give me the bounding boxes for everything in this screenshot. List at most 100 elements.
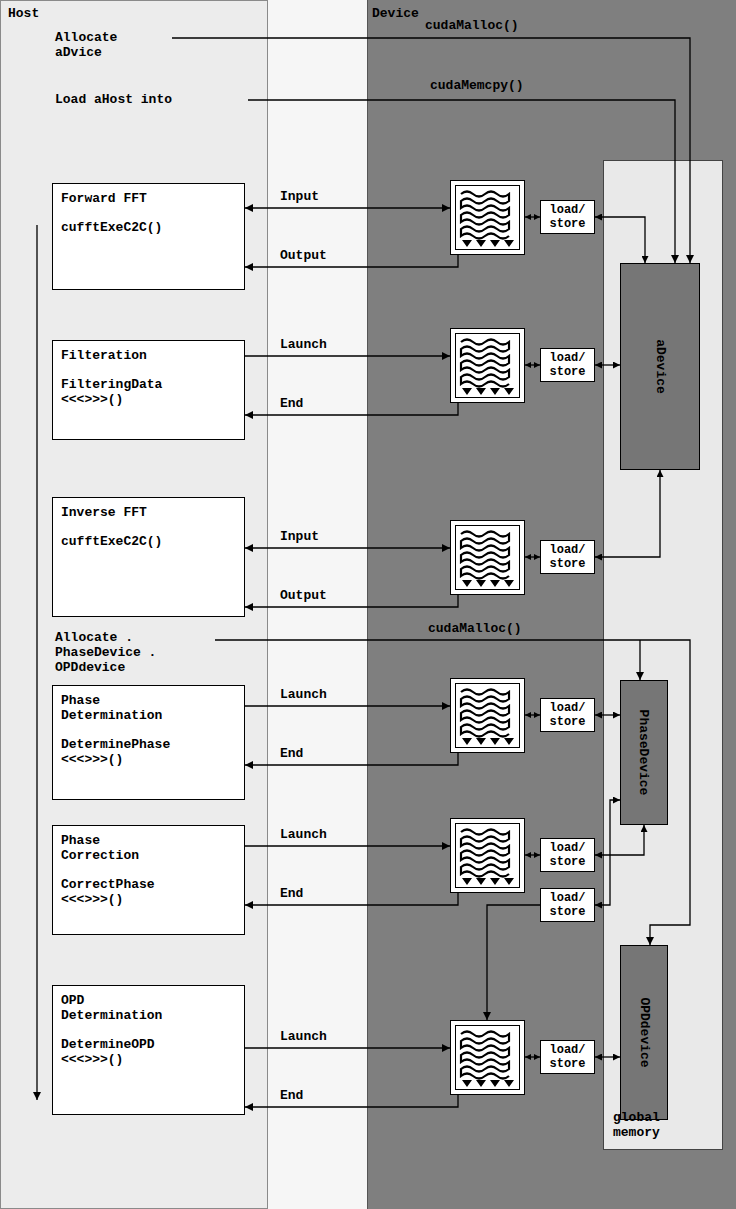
host-step-note: Allocate aDvice	[55, 30, 125, 60]
buffer-name: PhaseDevice	[637, 710, 652, 796]
process-text: FilteringData <<<>>>()	[61, 377, 178, 407]
load-store-box: load/ store	[540, 200, 595, 234]
malloc-wire	[215, 640, 690, 945]
label-anchor: Launch	[280, 337, 327, 352]
malloc-wire	[172, 38, 690, 263]
host-step-note: Allocate . PhaseDevice . OPDdevice	[55, 630, 164, 675]
label-anchor: Output	[280, 588, 327, 603]
load-store-box: load/ store	[540, 348, 595, 382]
sequence-arrow	[36, 225, 37, 1100]
api-call-label: cudaMemcpy()	[430, 78, 524, 93]
label-anchor: End	[280, 1088, 303, 1103]
process-text: Filteration	[61, 348, 178, 363]
kernel-icon	[451, 521, 525, 595]
label-anchor: End	[280, 396, 303, 411]
load-store-text: load/ store	[550, 351, 586, 379]
device-panel	[367, 0, 736, 1209]
launch-arrow	[245, 705, 450, 706]
flow-label: Launch	[280, 1029, 327, 1044]
load-store-text: load/ store	[550, 841, 586, 869]
flow-label: Launch	[280, 827, 327, 842]
memory-buffer: aDevice	[620, 263, 700, 470]
load-store-text: load/ store	[550, 701, 586, 729]
flow-label: End	[280, 746, 303, 761]
host-step-note: Load aHost into	[55, 92, 172, 107]
process-text: Phase Correction	[61, 833, 178, 863]
flow-label: Launch	[280, 337, 327, 352]
input-arrow	[245, 547, 450, 548]
label-anchor: Launch	[280, 1029, 327, 1044]
launch-arrow	[245, 845, 450, 846]
kernel-io-arrow	[487, 905, 540, 1020]
label-anchor: Input	[280, 189, 319, 204]
api-call-label: cudaMalloc()	[425, 18, 519, 33]
memory-buffer: OPDdevice	[620, 945, 668, 1120]
launch-arrow	[245, 355, 450, 356]
load-store-text: load/ store	[550, 891, 586, 919]
global-memory-region: global memory aDevicePhaseDeviceOPDdevice	[603, 160, 723, 1150]
label-anchor: Load aHost into	[55, 92, 172, 107]
load-store-box: load/ store	[540, 540, 595, 574]
region-heading: global memory	[613, 1110, 668, 1140]
global-memory-panel	[604, 161, 723, 1150]
kernel-io-arrow	[525, 854, 540, 855]
flow-label: End	[280, 886, 303, 901]
flow-label: Input	[280, 189, 319, 204]
label-anchor: Output	[280, 248, 327, 263]
process-box: Inverse FFTcufftExeC2C()	[52, 497, 245, 617]
kernel-icon	[451, 329, 525, 403]
memory-access-connector	[595, 364, 620, 365]
load-store-text: load/ store	[550, 203, 586, 231]
input-arrow	[245, 207, 450, 208]
label-anchor: Launch	[280, 827, 327, 842]
host-panel-node: HostForward FFTcufftExeC2C()FilterationF…	[0, 0, 268, 1209]
process-box: Phase CorrectionCorrectPhase <<<>>>()	[52, 825, 245, 935]
end-arrow	[245, 753, 458, 765]
process-text: Inverse FFT	[61, 505, 178, 520]
process-text: cufftExeC2C()	[61, 220, 178, 235]
process-box: Forward FFT cufftExeC2C()	[52, 183, 245, 290]
api-call-label: cudaMalloc()	[428, 621, 522, 636]
label-anchor: End	[280, 886, 303, 901]
memory-access-connector	[595, 217, 645, 263]
end-arrow	[245, 1095, 458, 1107]
kernel-icon	[451, 1021, 525, 1095]
label-anchor: End	[280, 746, 303, 761]
process-text: DeterminePhase <<<>>>()	[61, 737, 178, 767]
malloc-wire	[639, 640, 640, 680]
buffer-name: OPDdevice	[637, 997, 652, 1067]
buffer-name: aDevice	[652, 339, 667, 394]
process-text: Forward FFT	[61, 191, 178, 206]
process-text: CorrectPhase <<<>>>()	[61, 877, 178, 907]
load-store-box: load/ store	[540, 698, 595, 732]
label-anchor: cudaMemcpy()	[430, 78, 524, 93]
process-box: Phase DeterminationDeterminePhase <<<>>>…	[52, 685, 245, 800]
panel-heading: Host	[8, 6, 276, 21]
flow-label: Launch	[280, 687, 327, 702]
memory-access-connector	[595, 800, 620, 905]
output-arrow	[245, 255, 458, 267]
kernel-icon	[451, 819, 525, 893]
kernel-icon	[451, 679, 525, 753]
label-anchor: Allocate aDvice	[55, 30, 125, 60]
memory-access-connector	[595, 825, 644, 855]
memory-access-connector	[595, 1056, 620, 1057]
flow-label: Output	[280, 248, 327, 263]
output-arrow	[245, 595, 458, 607]
end-arrow	[245, 893, 458, 905]
device-panel-border	[367, 0, 368, 1209]
flow-label: End	[280, 396, 303, 411]
memory-access-connector	[595, 470, 660, 557]
label-anchor: Launch	[280, 687, 327, 702]
process-text: Phase Determination	[61, 693, 178, 723]
kernel-io-arrow	[525, 714, 540, 715]
load-store-text: load/ store	[550, 543, 586, 571]
flow-label: Output	[280, 588, 327, 603]
process-box: FilterationFilteringData <<<>>>()	[52, 340, 245, 440]
label-anchor: Input	[280, 529, 319, 544]
label-anchor: Allocate . PhaseDevice . OPDdevice	[55, 630, 164, 675]
process-box: OPD DeterminationDetermineOPD <<<>>>()	[52, 985, 245, 1115]
load-store-box: load/ store	[540, 1040, 595, 1074]
label-anchor: cudaMalloc()	[428, 621, 522, 636]
